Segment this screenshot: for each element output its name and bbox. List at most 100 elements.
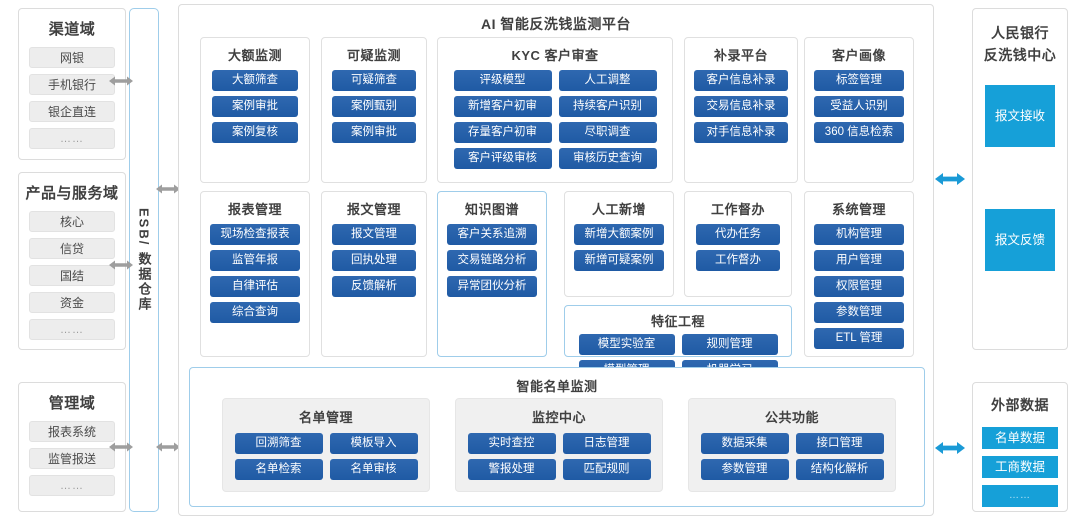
module-button[interactable]: 尽职调查	[558, 122, 657, 143]
module-title: 报表管理	[227, 202, 282, 217]
module-button[interactable]: 受益人识别	[814, 96, 904, 117]
module-button[interactable]: 工作督办	[696, 250, 780, 271]
module-button[interactable]: 案例审批	[332, 122, 416, 143]
group-button[interactable]: 结构化解析	[795, 459, 884, 480]
module-button[interactable]: 回执处理	[332, 250, 416, 271]
module-button[interactable]: 新增客户初审	[453, 96, 552, 117]
arrow-esb-to-platform-bottom	[155, 440, 181, 454]
module-kyc-customer-review: KYC 客户审查 评级模型人工调整 新增客户初审持续客户识别 存量客户初审尽职调…	[437, 37, 673, 183]
module-button[interactable]: 监管年报	[210, 250, 300, 271]
group-button[interactable]: 接口管理	[795, 433, 884, 454]
module-button[interactable]: 代办任务	[696, 224, 780, 245]
module-button[interactable]: 案例复核	[212, 122, 298, 143]
module-button[interactable]: 反馈解析	[332, 276, 416, 297]
domain-title: 渠道域	[48, 21, 96, 38]
module-button[interactable]: 评级模型	[453, 70, 552, 91]
domain-item[interactable]: 核心	[29, 211, 115, 232]
domain-item[interactable]: 银企直连	[29, 101, 115, 122]
module-button[interactable]: 标签管理	[814, 70, 904, 91]
message-feedback-block[interactable]: 报文反馈	[985, 209, 1055, 271]
group-button[interactable]: 日志管理	[562, 433, 651, 454]
group-button[interactable]: 警报处理	[467, 459, 556, 480]
group-common-functions: 公共功能 数据采集接口管理 参数管理结构化解析	[688, 398, 896, 492]
esb-data-warehouse-bar: ESB/ 数据仓库	[129, 8, 159, 512]
esb-label: ESB/ 数据仓库	[136, 208, 152, 312]
module-message-management: 报文管理 报文管理 回执处理 反馈解析	[321, 191, 427, 357]
domain-item[interactable]: 国结	[29, 265, 115, 286]
module-button[interactable]: 对手信息补录	[694, 122, 788, 143]
domain-panel-management: 管理域 报表系统 监管报送 ……	[18, 382, 126, 512]
module-button[interactable]: 模型实验室	[578, 334, 675, 355]
module-button[interactable]: 综合查询	[210, 302, 300, 323]
group-title: 名单管理	[298, 410, 353, 425]
module-button[interactable]: 案例甄别	[332, 96, 416, 117]
module-work-supervision: 工作督办 代办任务 工作督办	[684, 191, 792, 297]
module-customer-profile: 客户画像 标签管理 受益人识别 360 信息检索	[804, 37, 914, 183]
external-data-item[interactable]: 名单数据	[982, 427, 1058, 449]
group-button[interactable]: 名单审核	[329, 459, 418, 480]
group-button[interactable]: 参数管理	[700, 459, 789, 480]
group-button[interactable]: 数据采集	[700, 433, 789, 454]
module-button[interactable]: 案例审批	[212, 96, 298, 117]
module-button[interactable]: 审核历史查询	[558, 148, 657, 169]
module-button[interactable]: 持续客户识别	[558, 96, 657, 117]
module-button[interactable]: 机构管理	[814, 224, 904, 245]
external-data-panel: 外部数据 名单数据 工商数据 ……	[972, 382, 1068, 512]
arrow-management-to-esb	[108, 440, 134, 454]
module-knowledge-graph: 知识图谱 客户关系追溯 交易链路分析 异常团伙分析	[437, 191, 547, 357]
module-title: 报文管理	[346, 202, 401, 217]
domain-item[interactable]: 网银	[29, 47, 115, 68]
module-button[interactable]: 交易链路分析	[447, 250, 537, 271]
module-suspicious-monitoring: 可疑监测 可疑筛查 案例甄别 案例审批	[321, 37, 427, 183]
module-title: 客户画像	[831, 48, 886, 63]
module-button[interactable]: 新增大额案例	[574, 224, 664, 245]
module-button[interactable]: 可疑筛查	[332, 70, 416, 91]
module-button[interactable]: 用户管理	[814, 250, 904, 271]
group-button[interactable]: 回溯筛查	[234, 433, 323, 454]
module-button[interactable]: 新增可疑案例	[574, 250, 664, 271]
module-button[interactable]: 客户评级审核	[453, 148, 552, 169]
group-title: 监控中心	[531, 410, 586, 425]
domain-title: 产品与服务域	[25, 185, 119, 202]
module-button[interactable]: 现场检查报表	[210, 224, 300, 245]
domain-item[interactable]: 资金	[29, 292, 115, 313]
module-button[interactable]: 人工调整	[558, 70, 657, 91]
module-button[interactable]: 自律评估	[210, 276, 300, 297]
external-data-item[interactable]: 工商数据	[982, 456, 1058, 478]
message-receive-block[interactable]: 报文接收	[985, 85, 1055, 147]
group-button[interactable]: 匹配规则	[562, 459, 651, 480]
module-button[interactable]: 存量客户初审	[453, 122, 552, 143]
domain-item[interactable]: 手机银行	[29, 74, 115, 95]
module-button[interactable]: 客户信息补录	[694, 70, 788, 91]
domain-item-ellipsis: ……	[29, 319, 115, 340]
module-button[interactable]: 360 信息检索	[814, 122, 904, 143]
group-button[interactable]: 模板导入	[329, 433, 418, 454]
domain-item[interactable]: 报表系统	[29, 421, 115, 442]
module-large-amount-monitoring: 大额监测 大额筛查 案例审批 案例复核	[200, 37, 310, 183]
module-button[interactable]: ETL 管理	[814, 328, 904, 349]
module-title: 工作督办	[710, 202, 765, 217]
module-title: 补录平台	[713, 48, 768, 63]
domain-item-ellipsis: ……	[29, 128, 115, 149]
domain-item[interactable]: 信贷	[29, 238, 115, 259]
group-button[interactable]: 名单检索	[234, 459, 323, 480]
module-supplementary-platform: 补录平台 客户信息补录 交易信息补录 对手信息补录	[684, 37, 798, 183]
group-button[interactable]: 实时查控	[467, 433, 556, 454]
module-button[interactable]: 大额筛查	[212, 70, 298, 91]
pboc-title-line2: 反洗钱中心	[983, 47, 1057, 63]
module-report-management: 报表管理 现场检查报表 监管年报 自律评估 综合查询	[200, 191, 310, 357]
external-data-title: 外部数据	[991, 397, 1049, 413]
module-button[interactable]: 权限管理	[814, 276, 904, 297]
domain-item[interactable]: 监管报送	[29, 448, 115, 469]
arrow-channel-to-esb	[108, 74, 134, 88]
module-button[interactable]: 客户关系追溯	[447, 224, 537, 245]
module-button[interactable]: 参数管理	[814, 302, 904, 323]
module-button[interactable]: 报文管理	[332, 224, 416, 245]
module-button[interactable]: 异常团伙分析	[447, 276, 537, 297]
module-system-management: 系统管理 机构管理 用户管理 权限管理 参数管理 ETL 管理	[804, 191, 914, 357]
module-button[interactable]: 规则管理	[681, 334, 778, 355]
domain-item-ellipsis: ……	[29, 475, 115, 496]
module-button[interactable]: 交易信息补录	[694, 96, 788, 117]
